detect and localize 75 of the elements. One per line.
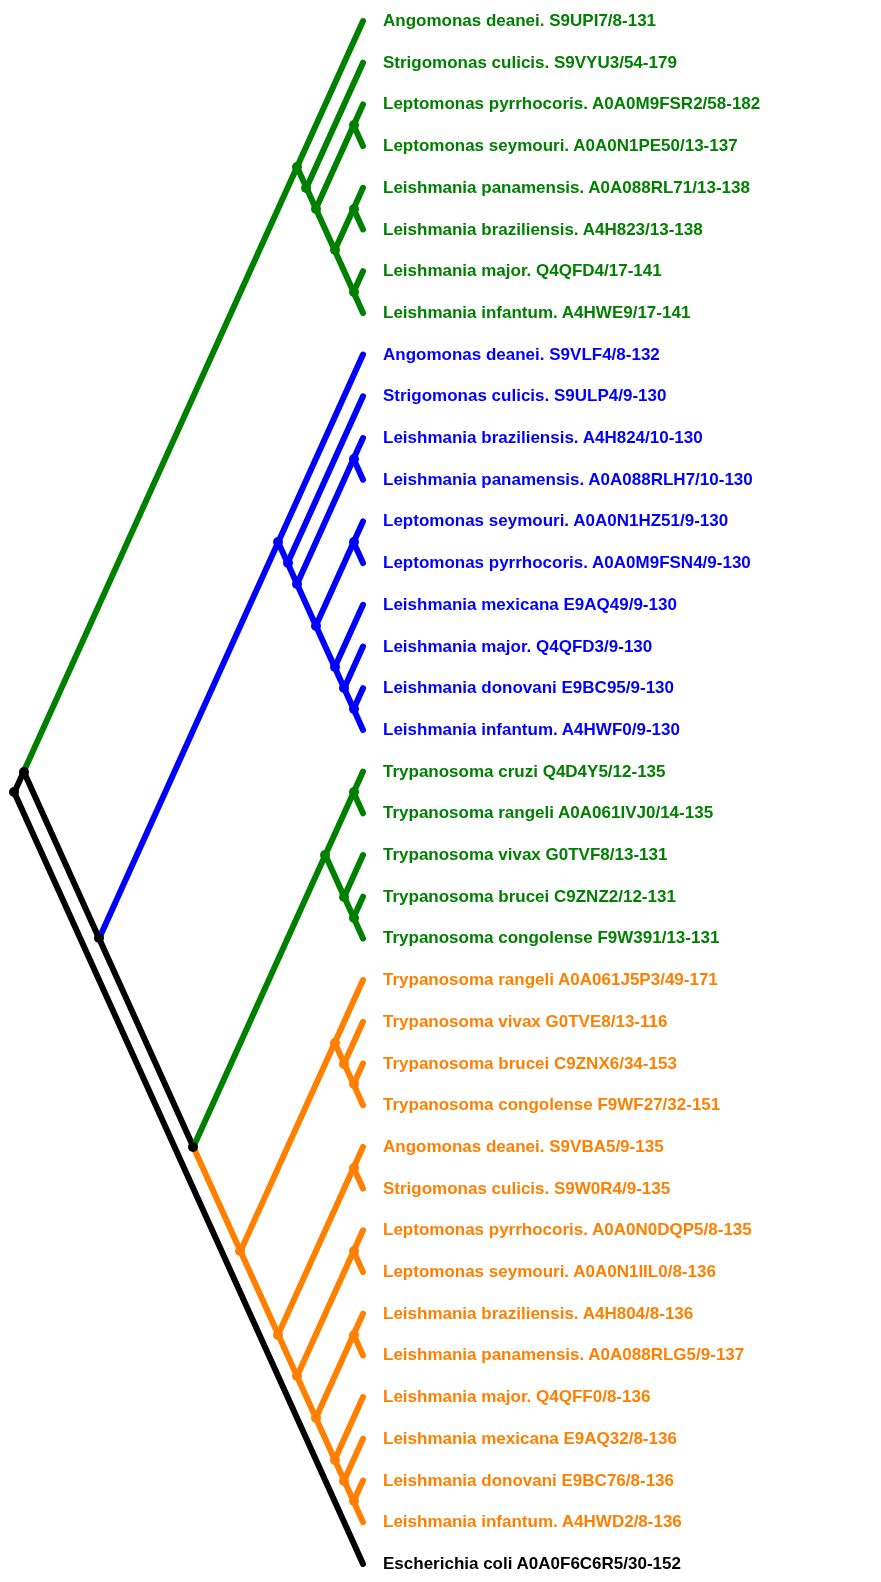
branch-point <box>348 1496 359 1507</box>
taxon-label: Strigomonas culicis. S9VYU3/54-179 <box>363 51 677 74</box>
taxon-label: Leptomonas pyrrhocoris. A0A0M9FSN4/9-130 <box>363 552 751 575</box>
taxon-label: Leishmania mexicana E9AQ32/8-136 <box>363 1427 677 1450</box>
branch-point <box>292 1371 302 1382</box>
branch-point <box>273 1329 284 1340</box>
taxon-label: Leishmania panamensis. A0A088RLG5/9-137 <box>363 1344 745 1367</box>
branch-point <box>348 453 359 464</box>
taxon-label: Leishmania major. Q4QFD4/17-141 <box>363 260 662 283</box>
branch-point <box>339 683 350 694</box>
taxon-label: Leishmania mexicana E9AQ49/9-130 <box>363 593 677 616</box>
taxon-label: Leishmania braziliensis. A4H804/8-136 <box>363 1302 694 1325</box>
taxon-label: Leishmania braziliensis. A4H823/13-138 <box>363 218 703 241</box>
branch-point <box>329 245 340 256</box>
taxon-label: Angomonas deanei. S9UPI7/8-131 <box>363 10 657 32</box>
branch-point <box>292 161 302 172</box>
branch-point <box>339 891 350 902</box>
taxon-label: Escherichia coli A0A0F6C6R5/30-152 <box>363 1552 681 1575</box>
taxon-label: Angomonas deanei. S9VBA5/9-135 <box>363 1135 664 1158</box>
taxon-label: Trypanosoma brucei C9ZNX6/34-153 <box>363 1052 677 1075</box>
taxon-label: Leishmania infantum. A4HWF0/9-130 <box>363 718 680 741</box>
taxon-label: Strigomonas culicis. S9W0R4/9-135 <box>363 1177 671 1200</box>
taxon-label: Leishmania infantum. A4HWE9/17-141 <box>363 301 691 324</box>
branch-point <box>348 1162 359 1173</box>
branch-point <box>292 578 302 589</box>
branch-point <box>348 537 359 548</box>
taxon-label: Leptomonas seymouri. A0A0N1IIL0/8-136 <box>363 1261 716 1283</box>
branch-point <box>320 850 331 860</box>
branch-point <box>310 620 321 631</box>
branch-point <box>348 1246 359 1257</box>
taxon-label: Trypanosoma brucei C9ZNZ2/12-131 <box>363 885 676 908</box>
branch-point <box>348 704 359 715</box>
taxon-label: Trypanosoma vivax G0TVF8/13-131 <box>363 844 668 866</box>
taxon-label: Leptomonas seymouri. A0A0N1PE50/13-137 <box>363 135 738 158</box>
branch-point <box>9 787 20 798</box>
branch-point <box>235 1246 246 1257</box>
taxon-label: Trypanosoma vivax G0TVE8/13-116 <box>363 1010 668 1033</box>
taxon-label: Leishmania major. Q4QFD3/9-130 <box>363 635 653 658</box>
taxon-label: Leishmania panamensis. A0A088RL71/13-138 <box>363 176 750 199</box>
branch-point <box>282 558 293 569</box>
taxon-label: Trypanosoma rangeli A0A061J5P3/49-171 <box>363 969 718 992</box>
taxon-label: Leptomonas pyrrhocoris. A0A0N0DQP5/8-135 <box>363 1219 752 1242</box>
branch-point <box>348 120 359 131</box>
branch-point <box>273 537 284 548</box>
branch-point <box>348 1329 359 1340</box>
taxon-label: Leishmania braziliensis. A4H824/10-130 <box>363 427 703 449</box>
branch-point <box>329 662 340 673</box>
taxon-label: Leishmania panamensis. A0A088RLH7/10-130 <box>363 468 753 491</box>
branch-point <box>94 933 105 944</box>
taxon-label: Leishmania donovani E9BC95/9-130 <box>363 677 674 700</box>
branch-point <box>301 182 312 193</box>
taxon-label: Leptomonas pyrrhocoris. A0A0M9FSR2/58-182 <box>363 93 761 116</box>
branch-point <box>348 912 359 923</box>
taxon-label: Trypanosoma cruzi Q4D4Y5/12-135 <box>363 760 666 783</box>
branch-point <box>348 287 359 298</box>
branch-point <box>348 1079 359 1090</box>
branch-point <box>310 203 321 214</box>
branch-point <box>18 766 29 777</box>
taxon-label: Leishmania infantum. A4HWD2/8-136 <box>363 1511 682 1534</box>
taxon-label: Leptomonas seymouri. A0A0N1HZ51/9-130 <box>363 510 729 533</box>
taxon-label: Trypanosoma congolense F9W391/13-131 <box>363 927 720 950</box>
branch-point <box>310 1412 321 1423</box>
taxon-label: Trypanosoma congolense F9WF27/32-151 <box>363 1094 721 1117</box>
taxon-label: Angomonas deanei. S9VLF4/8-132 <box>363 343 660 366</box>
taxon-label: Strigomonas culicis. S9ULP4/9-130 <box>363 385 667 408</box>
branch-point <box>348 203 359 214</box>
taxon-label: Trypanosoma rangeli A0A061IVJ0/14-135 <box>363 802 714 825</box>
taxon-label: Leishmania donovani E9BC76/8-136 <box>363 1469 674 1492</box>
branch-point <box>188 1141 199 1152</box>
branch-point <box>348 787 359 798</box>
branch-point <box>329 1037 340 1048</box>
taxon-label: Leishmania major. Q4QFF0/8-136 <box>363 1386 651 1409</box>
branch-point <box>329 1454 340 1465</box>
branch-point <box>339 1475 350 1486</box>
branch-point <box>339 1058 350 1069</box>
